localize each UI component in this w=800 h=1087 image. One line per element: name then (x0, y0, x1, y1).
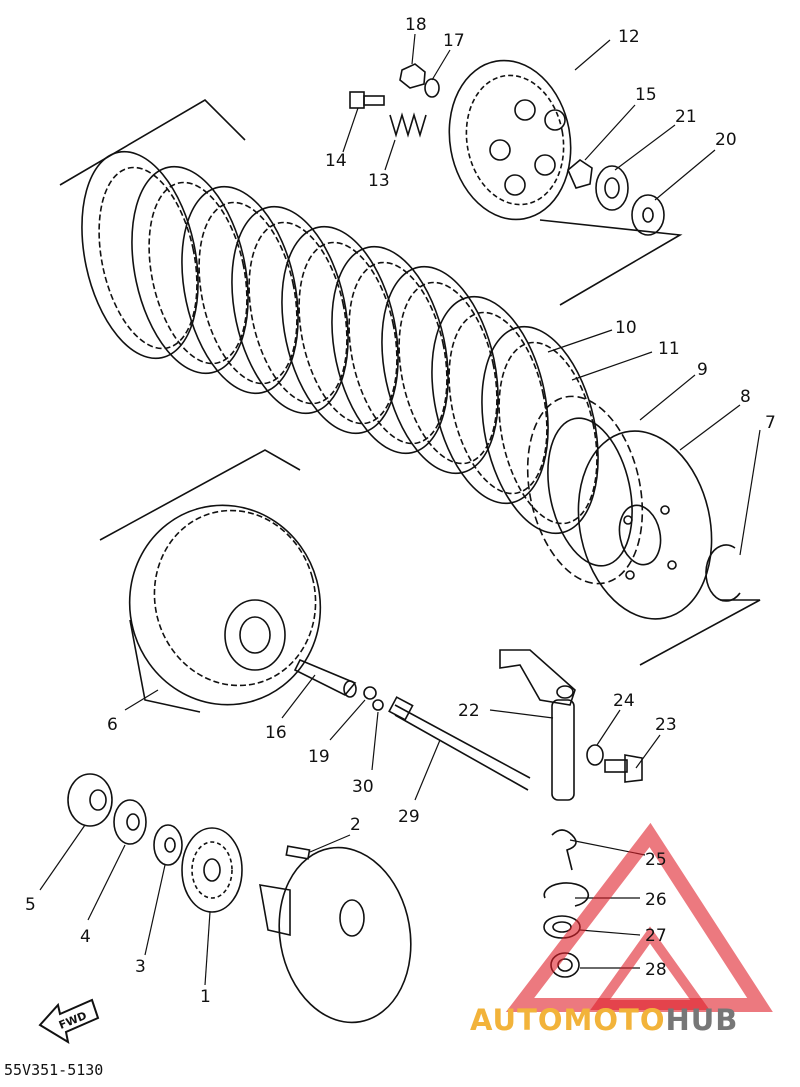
callout-27: 27 (645, 926, 667, 946)
callout-17: 17 (443, 31, 465, 51)
fwd-arrow (38, 998, 100, 1045)
callout-28: 28 (645, 960, 667, 980)
nut-21 (595, 165, 629, 211)
callout-4: 4 (80, 927, 91, 947)
diagram-code: 55V351-5130 (4, 1061, 103, 1079)
callout-13: 13 (368, 171, 390, 191)
clutch-plate-stack (81, 150, 599, 535)
watermark-part1: AUTOMOTO (470, 1003, 666, 1037)
spring-25 (551, 829, 577, 871)
circlip-26 (543, 882, 590, 907)
ball-19 (363, 686, 377, 700)
callout-29: 29 (398, 807, 420, 827)
callout-25: 25 (645, 850, 667, 870)
callout-2: 2 (350, 815, 361, 835)
watermark-wordmark: AUTOMOTOHUB (470, 1003, 738, 1037)
callout-1: 1 (200, 987, 211, 1007)
bolt-23 (604, 754, 643, 783)
callout-15: 15 (635, 85, 657, 105)
callout-5: 5 (25, 895, 36, 915)
washer-24 (586, 744, 604, 766)
callout-30: 30 (352, 777, 374, 797)
lower-assembly-boundary-right (639, 599, 761, 666)
lock-washer-15 (567, 159, 593, 189)
callout-23: 23 (655, 715, 677, 735)
watermark-part2: HUB (665, 1003, 739, 1037)
callout-18: 18 (405, 15, 427, 35)
clutch-housing (128, 504, 322, 713)
primary-drive-gear-1 (181, 827, 243, 913)
callout-21: 21 (675, 107, 697, 127)
pressure-plate (448, 59, 572, 221)
callout-14: 14 (325, 151, 347, 171)
callout-10: 10 (615, 318, 637, 338)
callout-12: 12 (618, 27, 640, 47)
watermark-logo-icon (505, 822, 773, 1012)
callout-9: 9 (697, 360, 708, 380)
callout-11: 11 (658, 339, 680, 359)
spring-13 (389, 112, 427, 138)
callout-3: 3 (135, 957, 146, 977)
crankshaft (259, 846, 412, 1024)
primary-plate (577, 430, 713, 620)
washer-5 (67, 773, 113, 827)
callout-8: 8 (740, 387, 751, 407)
callout-6: 6 (107, 715, 118, 735)
nut-18 (399, 63, 426, 89)
lock-washer-4 (113, 799, 147, 845)
key-2 (285, 845, 311, 860)
upper-assembly-boundary (59, 98, 246, 186)
callout-16: 16 (265, 723, 287, 743)
lower-assembly-boundary (99, 449, 301, 541)
clutch-boss (526, 395, 644, 585)
circlip-7 (705, 544, 741, 602)
callout-19: 19 (308, 747, 330, 767)
callout-22: 22 (458, 701, 480, 721)
push-lever-shaft (499, 649, 576, 801)
callout-26: 26 (645, 890, 667, 910)
upper-assembly-boundary-right (539, 219, 683, 306)
push-rod-16 (293, 658, 357, 698)
push-rod-29 (388, 696, 531, 791)
callout-7: 7 (765, 413, 776, 433)
washer-17 (424, 78, 440, 98)
ball-30 (372, 699, 384, 711)
washer-3 (153, 824, 183, 866)
callout-24: 24 (613, 691, 635, 711)
leader-lines (39, 33, 761, 986)
callout-20: 20 (715, 130, 737, 150)
bolt-14 (349, 91, 385, 109)
callout-labels: 18 17 12 15 21 20 14 13 10 11 9 8 7 6 16… (25, 15, 776, 1007)
lock-washer-20 (631, 194, 665, 236)
